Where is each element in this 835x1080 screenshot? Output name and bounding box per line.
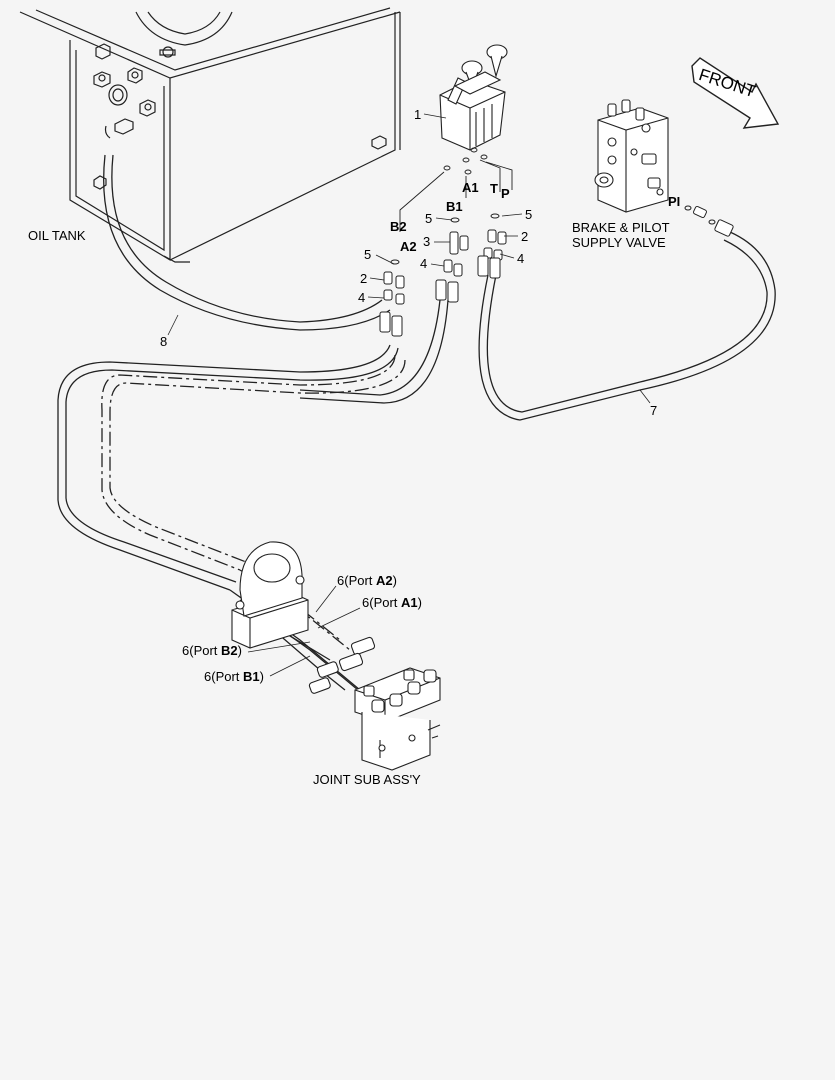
port-p-label: P [501,186,510,201]
port-b1-label: B1 [446,199,463,214]
port-a2-label: A2 [400,239,417,254]
callout-2-left: 2 [360,271,367,286]
callout-4-left: 4 [358,290,365,305]
port-callout-a1: 6(Port A1) [362,595,422,610]
port-pi-label: PI [668,194,680,209]
pi-fitting [684,205,734,237]
port-callout-a2: 6(Port A2) [337,573,397,588]
port-callout-b1: 6(Port B1) [204,669,264,684]
port-a1-label: A1 [462,180,479,195]
joint-sub-assy-label: JOINT SUB ASS'Y [313,772,421,787]
callout-5-mid: 5 [425,211,432,226]
callout-7: 7 [650,403,657,418]
port-callout-leaders [247,585,361,677]
callout-4-mid: 4 [420,256,427,271]
callout-2-right: 2 [521,229,528,244]
fitting-stacks [379,213,507,337]
joint-bracket [231,541,309,649]
callout-1: 1 [414,107,421,122]
pilot-control-valve [439,44,508,151]
port-callout-b2: 6(Port B2) [182,643,242,658]
callout-8: 8 [160,334,167,349]
callout-5-right: 5 [525,207,532,222]
oil-tank [19,7,401,263]
port-t-label: T [490,181,498,196]
oil-tank-label: OIL TANK [28,228,86,243]
brake-pilot-supply-valve [594,99,669,213]
port-b2-label: B2 [390,219,407,234]
front-arrow [691,57,780,129]
callout-5-left: 5 [364,247,371,262]
joint-sub-assy [308,636,441,771]
fitting-leaders [367,213,523,299]
small-o-rings [399,147,513,232]
brake-valve-label-2: SUPPLY VALVE [572,235,666,250]
callout-4-right: 4 [517,251,524,266]
brake-valve-label-1: BRAKE & PILOT [572,220,670,235]
callout-3: 3 [423,234,430,249]
